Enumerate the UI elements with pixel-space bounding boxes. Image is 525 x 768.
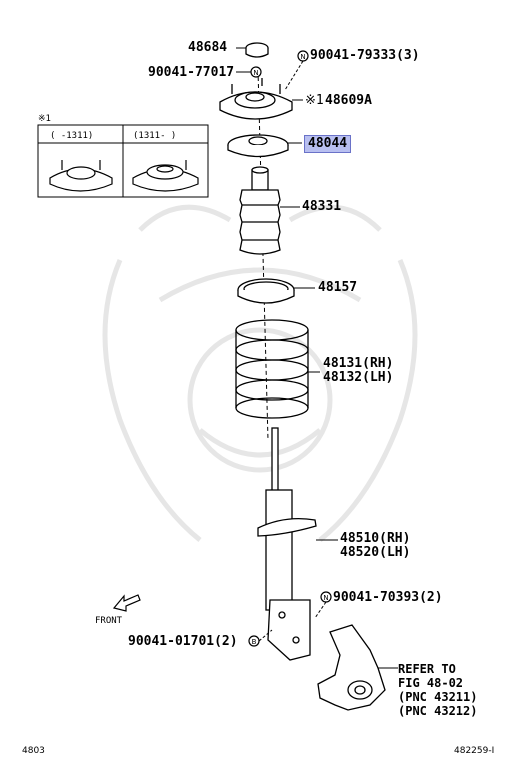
watermark bbox=[102, 204, 418, 542]
label-mount-mark: ※1 bbox=[305, 93, 324, 108]
steering-knuckle bbox=[317, 624, 386, 711]
label-bumper: 48331 bbox=[302, 199, 342, 214]
bump-stopper bbox=[239, 166, 281, 255]
refer-line2: FIG 48-02 bbox=[398, 676, 464, 690]
bolt-callout: B bbox=[248, 635, 260, 647]
label-cap: 48684 bbox=[188, 40, 228, 55]
center-nut: N bbox=[250, 66, 262, 78]
inset-mount-right bbox=[132, 160, 199, 192]
label-shock-lh: 48520(LH) bbox=[340, 545, 411, 560]
svg-text:N: N bbox=[323, 594, 328, 602]
lower-nut-callout: N bbox=[320, 591, 332, 603]
refer-line1: REFER TO bbox=[398, 662, 456, 676]
refer-line4: (PNC 43212) bbox=[398, 704, 478, 718]
inset-col1-label: ( -1311) bbox=[50, 131, 94, 141]
label-nut-center: 90041-77017 bbox=[148, 65, 235, 80]
label-spring-lh: 48132(LH) bbox=[323, 370, 394, 385]
spring-seat bbox=[227, 134, 289, 158]
inset-mark: ※1 bbox=[38, 114, 51, 124]
label-spring-rh: 48131(RH) bbox=[323, 356, 394, 371]
center-axis bbox=[257, 69, 269, 441]
shock-absorber bbox=[257, 427, 317, 661]
coil-spring bbox=[235, 319, 309, 419]
label-insulator: 48157 bbox=[318, 280, 358, 295]
top-nut-callout: N bbox=[297, 50, 309, 62]
upper-mount bbox=[219, 78, 293, 120]
svg-text:N: N bbox=[300, 53, 305, 61]
label-shock-rh: 48510(RH) bbox=[340, 531, 411, 546]
label-mount: 48609A bbox=[325, 93, 372, 108]
svg-text:N: N bbox=[253, 69, 258, 77]
front-label: FRONT bbox=[95, 616, 123, 626]
refer-line3: (PNC 43211) bbox=[398, 690, 478, 704]
label-seat-highlighted[interactable]: 48044 bbox=[304, 135, 352, 153]
spring-insulator bbox=[237, 278, 295, 304]
label-nut-lower: 90041-70393(2) bbox=[333, 590, 443, 605]
inset-box bbox=[37, 124, 209, 198]
front-arrow bbox=[112, 594, 141, 612]
inset-mount-left bbox=[49, 160, 113, 192]
label-nut-top: 90041-79333(3) bbox=[310, 48, 420, 63]
dust-cap bbox=[245, 42, 269, 58]
svg-text:B: B bbox=[252, 638, 257, 646]
footer-right: 482259-I bbox=[454, 746, 495, 756]
footer-left: 4803 bbox=[22, 746, 45, 756]
inset-col2-label: (1311- ) bbox=[133, 131, 177, 141]
label-bolt: 90041-01701(2) bbox=[128, 634, 238, 649]
